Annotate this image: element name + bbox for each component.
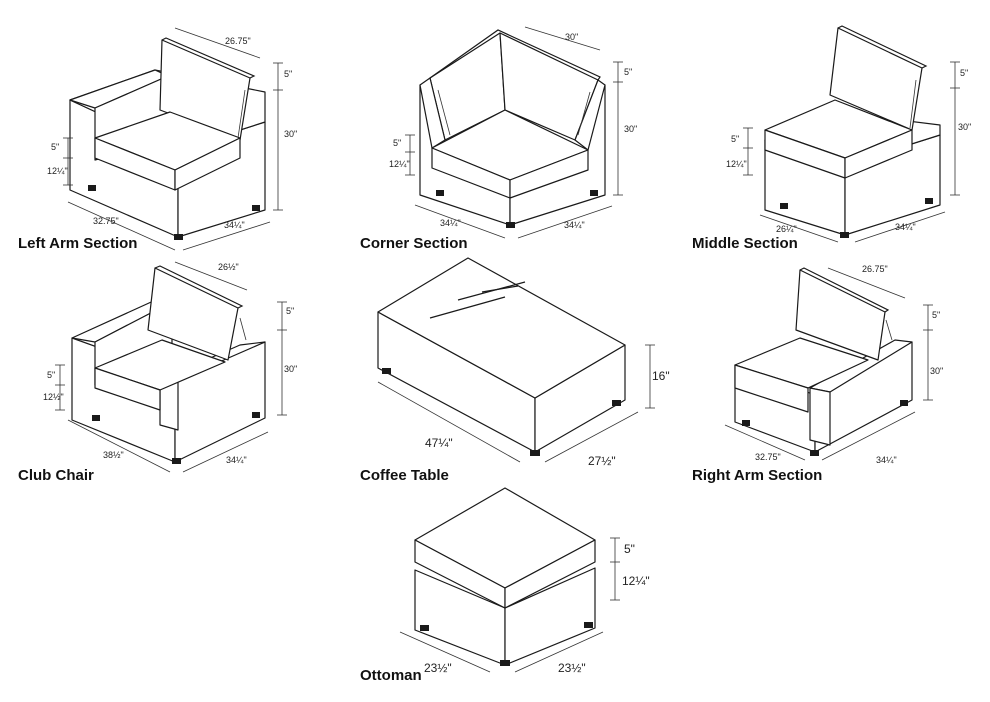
club-chair-seat-dim: 12½" xyxy=(43,392,64,402)
right-arm-top-dim: 26.75" xyxy=(862,264,888,274)
left-arm-cushion-dim: 5" xyxy=(51,142,59,152)
corner-height-dim: 30" xyxy=(624,124,637,134)
club-chair-title: Club Chair xyxy=(18,467,94,484)
right-arm-depth-dim: 34¼" xyxy=(876,455,897,465)
ottoman-title: Ottoman xyxy=(360,667,422,684)
club-chair-width-dim: 38½" xyxy=(103,450,124,460)
coffee-table-title: Coffee Table xyxy=(360,467,449,484)
left-arm-back-dim: 5" xyxy=(284,69,292,79)
ottoman-seat-dim: 12¼" xyxy=(622,574,650,588)
ottoman-depth-dim: 23½" xyxy=(558,661,586,675)
right-arm-back-dim: 5" xyxy=(932,310,940,320)
middle-width-dim: 26¼" xyxy=(776,224,797,234)
corner-cushion-dim: 5" xyxy=(393,138,401,148)
club-chair-drawing xyxy=(55,261,287,473)
left-arm-seat-dim: 12¼" xyxy=(47,166,68,176)
club-chair-top-dim: 26½" xyxy=(218,262,239,272)
coffee-table-width-dim: 47¼" xyxy=(425,436,453,450)
corner-seat-dim: 12¼" xyxy=(389,159,410,169)
coffee-table-depth-dim: 27½" xyxy=(588,454,616,468)
middle-section-drawing xyxy=(743,25,960,243)
corner-back-dim: 5" xyxy=(624,67,632,77)
ottoman-cushion-dim: 5" xyxy=(624,542,635,556)
corner-top-dim: 30" xyxy=(565,32,578,42)
left-arm-width-dim: 32.75" xyxy=(93,216,119,226)
coffee-table-drawing xyxy=(377,257,655,463)
middle-depth-dim: 34¼" xyxy=(895,222,916,232)
right-arm-section-drawing xyxy=(724,267,933,461)
right-arm-width-dim: 32.75" xyxy=(755,452,781,462)
left-arm-section-title: Left Arm Section xyxy=(18,235,137,252)
left-arm-height-dim: 30" xyxy=(284,129,297,139)
left-arm-section-drawing xyxy=(63,27,283,251)
ottoman-drawing xyxy=(399,487,620,673)
left-arm-top-dim: 26.75" xyxy=(225,36,251,46)
corner-section-drawing xyxy=(405,26,623,239)
club-chair-back-dim: 5" xyxy=(286,306,294,316)
coffee-table-height-dim: 16" xyxy=(652,369,670,383)
corner-depth-dim: 34¼" xyxy=(564,220,585,230)
corner-width-dim: 34¼" xyxy=(440,218,461,228)
club-chair-depth-dim: 34¼" xyxy=(226,455,247,465)
middle-height-dim: 30" xyxy=(958,122,971,132)
middle-back-dim: 5" xyxy=(960,68,968,78)
corner-section-title: Corner Section xyxy=(360,235,468,252)
club-chair-cushion-dim: 5" xyxy=(47,370,55,380)
club-chair-height-dim: 30" xyxy=(284,364,297,374)
right-arm-section-title: Right Arm Section xyxy=(692,467,822,484)
middle-seat-dim: 12¼" xyxy=(726,159,747,169)
right-arm-height-dim: 30" xyxy=(930,366,943,376)
ottoman-width-dim: 23½" xyxy=(424,661,452,675)
middle-cushion-dim: 5" xyxy=(731,134,739,144)
middle-section-title: Middle Section xyxy=(692,235,798,252)
left-arm-depth-dim: 34¼" xyxy=(224,220,245,230)
